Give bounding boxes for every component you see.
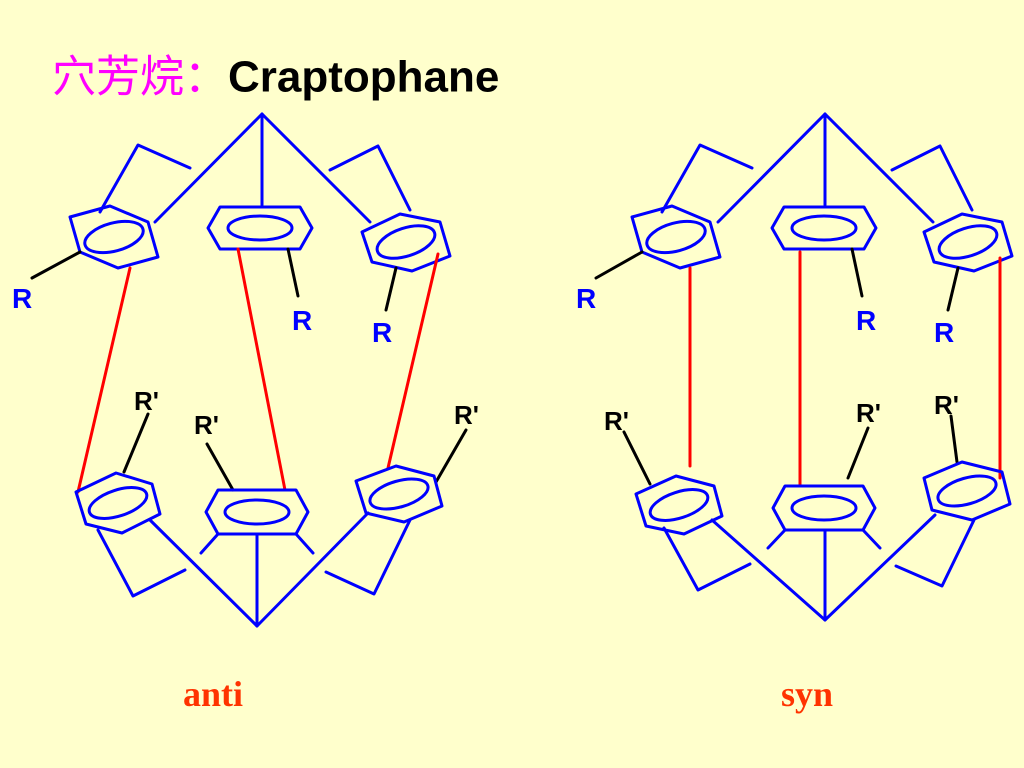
anti-rprime-label-left: R' <box>134 386 159 416</box>
syn-bottom-arene-right-aromatic <box>936 474 998 508</box>
syn-top-arene-right-ring <box>922 212 1014 273</box>
syn-rprime-label-left: R' <box>604 406 629 436</box>
title-english: Craptophane <box>228 52 500 102</box>
anti-rprime-bond-right <box>434 428 468 484</box>
syn-rprime-bond-center <box>846 426 870 480</box>
anti-top-arene-center <box>206 205 314 251</box>
anti-isomer: R R R R' R' R' <box>12 112 479 714</box>
anti-bottom-inner-left <box>199 532 220 555</box>
anti-linker-center <box>236 247 287 492</box>
anti-r-label-center: R <box>292 305 312 336</box>
anti-top-right-arm <box>328 144 412 212</box>
syn-top-arene-left <box>630 204 722 270</box>
syn-rprime-label-right: R' <box>934 390 959 420</box>
syn-top-arene-center-aromatic <box>790 214 858 242</box>
anti-top-arene-left-ring <box>68 204 160 270</box>
anti-r-label-left: R <box>12 283 32 314</box>
syn-bottom-arene-center-ring <box>771 484 877 532</box>
anti-rprime-label-center: R' <box>194 410 219 440</box>
anti-bottom-arene-left <box>74 471 162 535</box>
syn-top-arene-center <box>770 205 878 251</box>
anti-top-arene-right-aromatic <box>375 224 437 260</box>
syn-top-arene-left-aromatic <box>645 219 707 255</box>
syn-bottom-inner-right <box>861 528 882 550</box>
syn-bottom-left-arm <box>662 526 752 592</box>
syn-rprime-bond-right <box>949 414 959 464</box>
anti-r-bond-left <box>30 250 82 280</box>
syn-bottom-inner-left <box>766 528 787 550</box>
title-chinese: 穴芳烷： <box>52 51 228 103</box>
syn-top-arene-right <box>922 212 1014 273</box>
anti-linker-right <box>386 252 440 470</box>
syn-bottom-arene-center-aromatic <box>790 494 858 522</box>
syn-caption: syn <box>781 674 833 714</box>
anti-linker-left <box>76 266 132 494</box>
syn-top-left-arm <box>660 143 754 214</box>
slide-title: 穴芳烷：Craptophane <box>52 46 499 108</box>
syn-top-right-arm <box>890 144 974 212</box>
syn-bottom-arene-right-ring <box>922 460 1012 522</box>
anti-top-arene-left-aromatic <box>83 219 145 255</box>
anti-bottom-right-arm <box>324 518 412 596</box>
syn-r-bond-right <box>946 266 960 312</box>
syn-bottom-arene-left-ring <box>634 474 724 536</box>
syn-bottom-right-arm <box>894 518 976 588</box>
syn-bottom-arene-left <box>634 474 724 536</box>
anti-top-left-arm <box>98 143 192 214</box>
anti-top-arene-center-ring <box>206 205 314 251</box>
anti-bottom-arene-center <box>204 488 310 536</box>
syn-r-label-right: R <box>934 317 954 348</box>
syn-top-cap <box>660 112 974 224</box>
anti-caption: anti <box>183 674 243 714</box>
anti-rprime-bond-center <box>205 442 235 492</box>
syn-rprime-label-center: R' <box>856 398 881 428</box>
anti-bottom-arene-left-aromatic <box>87 486 149 520</box>
syn-r-label-left: R <box>576 283 596 314</box>
anti-bottom-arene-right-aromatic <box>368 477 430 511</box>
syn-bottom-cap <box>662 513 976 622</box>
syn-bottom-arene-center <box>771 484 877 532</box>
syn-r-bond-center <box>850 247 864 298</box>
syn-bottom-arene-right <box>922 460 1012 522</box>
syn-isomer: R R R R' R' R' <box>576 112 1014 714</box>
syn-rprime-bond-left <box>622 430 652 486</box>
syn-r-bond-left <box>594 250 644 280</box>
anti-bottom-arene-left-ring <box>74 471 162 535</box>
anti-top-arene-right-ring <box>360 212 452 273</box>
syn-top-arene-right-aromatic <box>937 224 999 260</box>
syn-r-label-center: R <box>856 305 876 336</box>
anti-bottom-arene-center-ring <box>204 488 310 536</box>
anti-bottom-cap <box>96 511 412 628</box>
syn-top-arene-center-ring <box>770 205 878 251</box>
anti-bottom-left-arm <box>96 528 187 598</box>
anti-bottom-arene-center-aromatic <box>223 498 291 526</box>
anti-top-arene-center-aromatic <box>226 214 294 242</box>
anti-bottom-inner-right <box>294 532 315 555</box>
anti-top-cap <box>98 112 412 224</box>
anti-top-arene-right <box>360 212 452 273</box>
anti-r-bond-right <box>384 266 398 312</box>
syn-top-arene-left-ring <box>630 204 722 270</box>
anti-top-arene-left <box>68 204 160 270</box>
syn-bottom-arene-left-aromatic <box>648 488 710 522</box>
anti-r-bond-center <box>286 247 300 298</box>
anti-rprime-bond-left <box>122 412 150 474</box>
anti-r-label-right: R <box>372 317 392 348</box>
anti-rprime-label-right: R' <box>454 400 479 430</box>
